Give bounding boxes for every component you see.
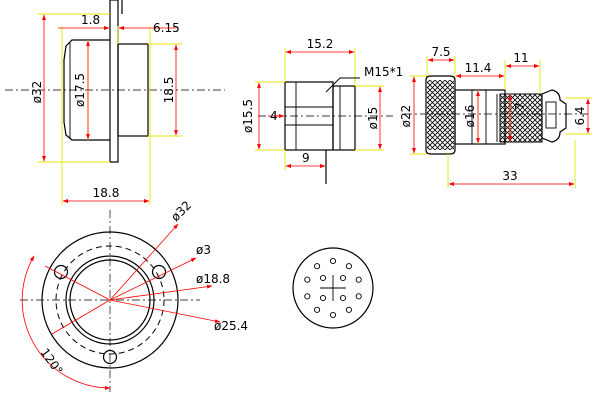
body-diameter-front-label: ø18.8 [196, 272, 230, 286]
height-label: 18.5 [162, 77, 176, 104]
socket-inner-diameter-label: ø15 [366, 107, 380, 130]
pin-layout-view [292, 247, 374, 329]
body-length-label: 6.15 [153, 21, 180, 35]
pcd-diameter-label: ø25.4 [214, 319, 248, 333]
pin-hole [345, 263, 352, 270]
hole-diameter-label: ø3 [196, 243, 211, 257]
socket-length-label: 15.2 [307, 37, 334, 51]
mid-length-label: 11.4 [465, 61, 492, 75]
inner-dimension-label: 7 [513, 102, 527, 110]
pin-hole [329, 257, 337, 265]
total-length-label: 18.8 [93, 186, 120, 200]
flange-side-view: ø32 ø17.5 18.5 1.8 6.15 18.8 [5, 0, 225, 205]
thread-label: M15*1 [364, 65, 403, 79]
angle-label: 120° [38, 346, 66, 378]
pin-dots [304, 257, 362, 319]
pin-hole [319, 294, 327, 302]
socket-outer-diameter-label: ø15.5 [241, 99, 255, 133]
pin-hole [355, 293, 362, 300]
front-flange-diameter-label: ø32 [168, 198, 194, 224]
flange-diameter-label: ø32 [30, 81, 44, 104]
socket-side-view: 15.2 M15*1 ø15.5 ø15 4 9 [241, 37, 403, 184]
flange-thickness-label: 1.8 [81, 13, 100, 27]
knob-length-label: 7.5 [431, 45, 450, 59]
pin-hole [345, 306, 352, 313]
flange-front-view: ø32 ø3 ø18.8 ø25.4 120° [20, 198, 248, 392]
knob-diameter-label: ø22 [399, 105, 413, 128]
inner-diameter-label: ø17.5 [73, 73, 87, 107]
pin-hole [329, 311, 337, 319]
pin-hole [319, 274, 327, 282]
socket-shoulder-label: 9 [302, 151, 310, 165]
pin-hole [314, 306, 321, 313]
pin-hole [339, 294, 347, 302]
body-diameter-label: ø16 [463, 105, 477, 128]
pin-hole [304, 293, 311, 300]
pin-hole [304, 276, 311, 283]
socket-step-label: 4 [270, 109, 278, 123]
pin-hole [339, 274, 347, 282]
tail-diameter-label: 6.4 [573, 106, 587, 125]
tail-length-label: 11 [513, 51, 528, 65]
plug-side-view: 7.5 11.4 11 ø22 ø16 7 33 6.4 [399, 45, 592, 188]
pin-hole [355, 276, 362, 283]
plug-total-length-label: 33 [502, 169, 517, 183]
pin-hole [314, 263, 321, 270]
